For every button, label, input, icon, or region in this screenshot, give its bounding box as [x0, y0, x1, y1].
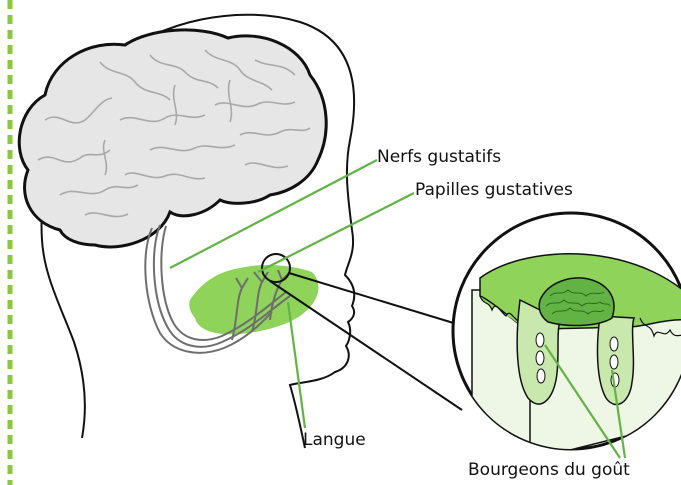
magnifier-connector-bottom	[270, 281, 462, 410]
brain	[19, 30, 326, 247]
label-tongue: Langue	[303, 430, 366, 450]
label-taste-buds: Bourgeons du goût	[468, 460, 630, 480]
label-taste-papillae: Papilles gustatives	[415, 180, 573, 200]
label-taste-nerves: Nerfs gustatifs	[377, 147, 501, 167]
magnifier-connector-top	[289, 273, 470, 328]
